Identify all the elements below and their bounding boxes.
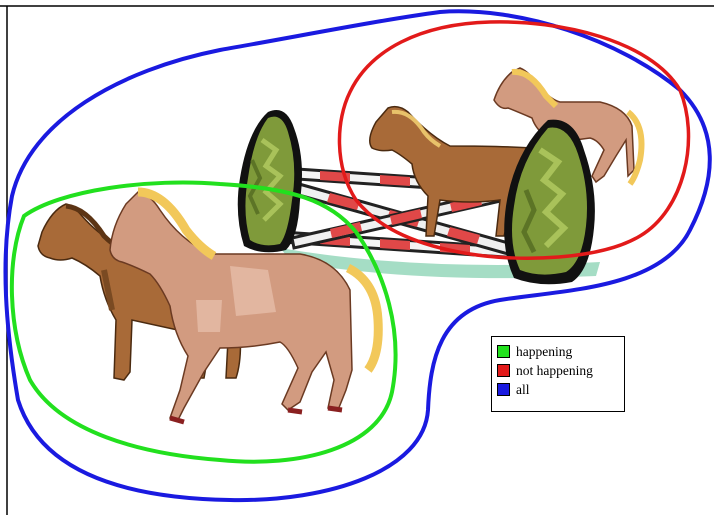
legend-label: all xyxy=(516,381,530,397)
legend-item-not-happening: not happening xyxy=(497,361,624,380)
all-outline xyxy=(3,9,712,503)
legend-swatch-red xyxy=(497,364,510,377)
legend-item-happening: happening xyxy=(497,342,624,361)
chestnut-horse-large xyxy=(109,187,383,425)
legend-label: happening xyxy=(516,343,573,359)
not-happening-outline xyxy=(337,20,691,260)
legend-item-all: all xyxy=(497,380,624,399)
legend: happening not happening all xyxy=(491,336,625,412)
bush-right xyxy=(504,119,595,285)
bush-left xyxy=(237,110,302,253)
brown-horse-small xyxy=(369,105,544,239)
legend-swatch-blue xyxy=(497,383,510,396)
happening-outline xyxy=(9,180,398,464)
legend-swatch-green xyxy=(497,345,510,358)
legend-label: not happening xyxy=(516,362,593,378)
